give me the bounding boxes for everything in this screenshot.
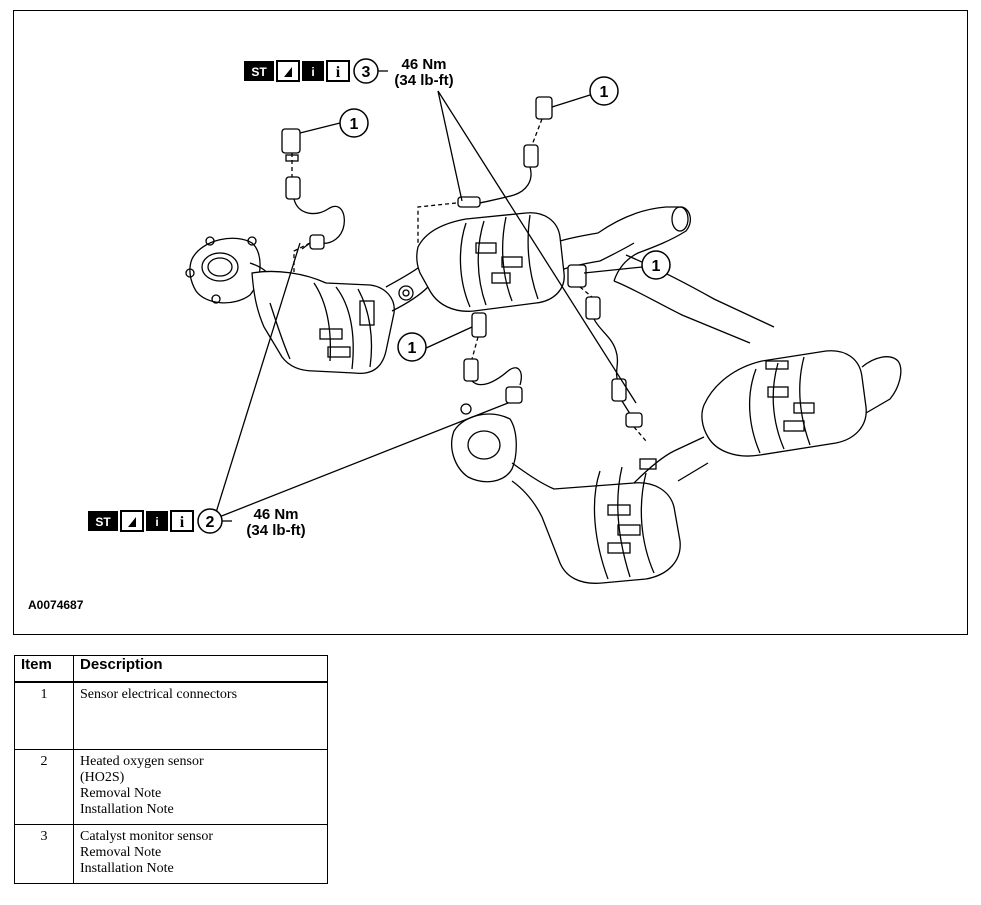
info-icon [170, 510, 194, 532]
description-line: Removal Note [80, 785, 162, 801]
legend-table: Item Description 1 Sensor electrical con… [14, 655, 328, 884]
svg-text:i: i [180, 514, 185, 531]
info-icon [146, 511, 168, 531]
description-line: (HO2S) [80, 769, 125, 785]
table-row: 2 Heated oxygen sensor (HO2S) Removal No… [14, 748, 328, 825]
callout-1-middle: 1 [397, 332, 427, 362]
row-item-number: 3 [14, 823, 74, 884]
header-description: Description [73, 655, 328, 683]
left-ho2s-sensor [281, 128, 346, 250]
table-row: 1 Sensor electrical connectors [14, 681, 328, 750]
header-item: Item [14, 655, 74, 683]
svg-text:ST: ST [251, 65, 267, 79]
info-icon [302, 61, 324, 81]
svg-text:46 Nm: 46 Nm [401, 56, 446, 73]
catalyst-monitor-sensor-upper [457, 96, 553, 208]
left-front-catalyst [251, 270, 395, 375]
svg-text:46 Nm: 46 Nm [253, 506, 298, 523]
callout-1-right: 1 [641, 250, 671, 280]
svg-text:2: 2 [206, 514, 215, 531]
center-catalyst [416, 212, 601, 312]
svg-text:1: 1 [652, 258, 661, 275]
svg-text:i: i [336, 64, 341, 81]
torque-spec-item-2: ST i i 2 46 Nm (34 lb-ft) [88, 506, 306, 539]
legend-header-row: Item Description [14, 655, 328, 683]
left-flange [185, 236, 273, 304]
leader-lines [213, 90, 643, 520]
svg-text:(34 lb-ft): (34 lb-ft) [246, 522, 305, 539]
info-icon [326, 60, 350, 82]
callout-1-top-right: 1 [589, 76, 619, 106]
dashed-links [291, 118, 647, 442]
row-description: Sensor electrical connectors [73, 681, 328, 750]
svg-text:(34 lb-ft): (34 lb-ft) [394, 72, 453, 89]
figure-id: A0074687 [28, 598, 84, 612]
callout-circles: 1 1 1 1 [339, 76, 671, 362]
tool-icon [276, 60, 300, 82]
svg-text:3: 3 [362, 64, 371, 81]
torque-spec-item-3: ST i i 3 46 Nm (34 lb-ft) [244, 56, 454, 89]
upper-pipe [385, 264, 429, 312]
table-row: 3 Catalyst monitor sensor Removal Note I… [14, 823, 328, 884]
description-line: Heated oxygen sensor [80, 753, 204, 769]
row-description: Heated oxygen sensor (HO2S) Removal Note… [73, 748, 328, 825]
y-pipe [597, 206, 775, 344]
description-line: Catalyst monitor sensor [80, 828, 213, 844]
svg-text:i: i [311, 65, 314, 79]
svg-text:ST: ST [95, 515, 111, 529]
row-item-number: 2 [14, 748, 74, 825]
diagram-canvas: 1 1 1 1 ST i i 3 46 Nm (34 lb-ft) ST [28, 56, 902, 612]
lower-ho2s-sensor [463, 312, 523, 404]
callout-1-left: 1 [339, 108, 369, 138]
right-rear-catalyst [701, 350, 902, 457]
svg-text:1: 1 [350, 116, 359, 133]
tool-icon [120, 510, 144, 532]
description-line: Installation Note [80, 801, 174, 817]
right-front-catalyst [451, 403, 709, 584]
description-line: Installation Note [80, 860, 174, 876]
row-item-number: 1 [14, 681, 74, 750]
exhaust-diagram: 1 1 1 1 ST i i 3 46 Nm (34 lb-ft) ST [13, 10, 968, 635]
catalyst-monitor-sensor-lower [567, 264, 643, 428]
description-line: Removal Note [80, 844, 162, 860]
svg-text:1: 1 [408, 340, 417, 357]
svg-text:1: 1 [600, 84, 609, 101]
description-line: Sensor electrical connectors [80, 687, 238, 702]
svg-text:i: i [155, 515, 158, 529]
row-description: Catalyst monitor sensor Removal Note Ins… [73, 823, 328, 884]
